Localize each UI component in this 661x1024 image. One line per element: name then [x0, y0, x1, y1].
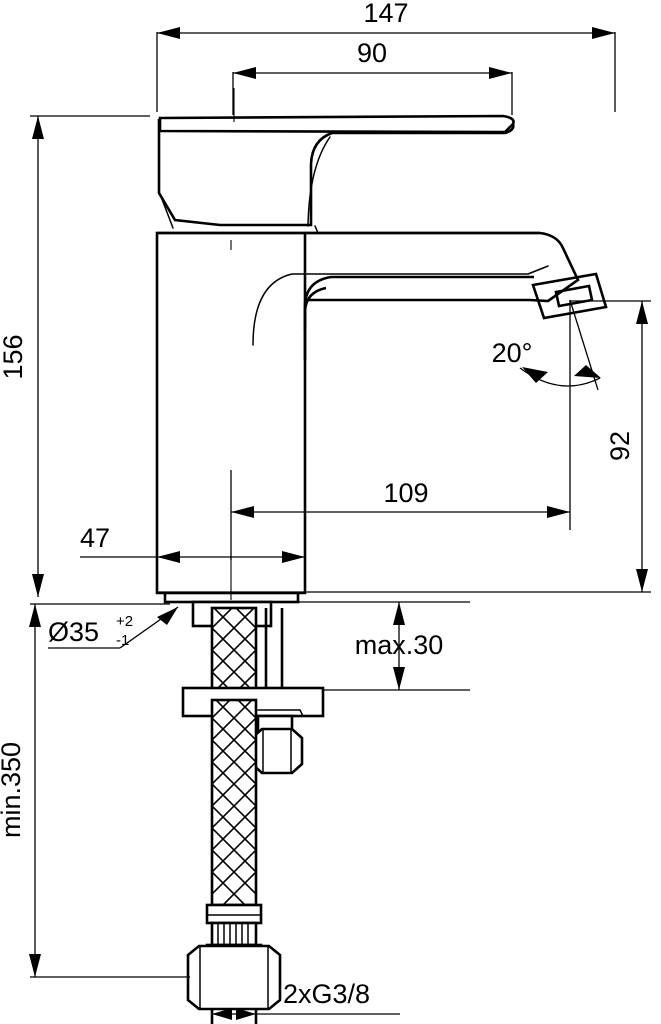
- dimension-label-90: 90: [357, 38, 387, 68]
- arrow-bottom-156: [32, 574, 44, 597]
- arrow-bottom-max30: [393, 667, 405, 690]
- dimension-label-20deg: 20°: [492, 338, 533, 368]
- dimension-overall-height-156: 156: [0, 115, 150, 597]
- dimension-label-min350: min.350: [0, 742, 26, 838]
- dimension-label-max30: max.30: [355, 630, 444, 660]
- lever-left-chamfer: [159, 193, 174, 229]
- dimension-aerator-angle-20: 20°: [492, 299, 601, 530]
- hose-ferrule: [205, 903, 263, 925]
- leader-arrow-dia: [157, 607, 178, 625]
- dimension-handle-width-90: 90: [232, 38, 513, 115]
- angle-arrow-right: [574, 365, 601, 378]
- dimension-label-diameter: Ø35: [48, 617, 99, 647]
- lever-body-outline: [157, 119, 515, 227]
- arrow-left-147: [157, 27, 180, 39]
- arrow-left-47: [157, 551, 180, 563]
- connector-hex-nut: [186, 944, 282, 1011]
- braid-pattern-upper: [212, 608, 256, 690]
- arrow-right-109: [547, 506, 570, 518]
- dimension-label-147: 147: [363, 0, 408, 28]
- dimension-label-47: 47: [80, 523, 110, 553]
- dimension-label-tolerance-upper: +2: [116, 613, 133, 630]
- arrow-bottom-min350: [29, 954, 41, 977]
- angle-arrow-left: [522, 367, 548, 383]
- spout-inner-waterway-line: [252, 265, 549, 346]
- knurl-lines: [217, 922, 249, 946]
- dimension-label-92: 92: [605, 431, 635, 461]
- arrow-left-90: [233, 67, 256, 79]
- arrow-top-max30: [393, 602, 405, 625]
- dimension-overall-width-147: 147: [156, 0, 616, 112]
- dimension-label-g38: 2xG3/8: [283, 979, 370, 1009]
- lever-inner-fillet: [307, 136, 331, 227]
- bracket-detail-edge: [299, 709, 304, 717]
- dimension-spout-reach-109: 109: [230, 470, 570, 560]
- arrow-left-109: [231, 506, 254, 518]
- leader-hole-diameter: Ø35 +2 -1: [48, 606, 179, 649]
- dimension-min-hose-350: min.350: [0, 603, 190, 978]
- center-lines: [230, 88, 235, 600]
- dimension-label-tolerance-lower: -1: [116, 632, 129, 649]
- arrow-right-47: [282, 551, 305, 563]
- arrow-bottom-92: [636, 569, 648, 592]
- arrow-right-90: [489, 67, 512, 79]
- faucet-aerator: [531, 272, 608, 320]
- faucet-lever-handle: [157, 114, 515, 234]
- arrow-left-g38: [212, 1008, 232, 1020]
- dimension-thread-g38: 2xG3/8: [211, 979, 400, 1020]
- arrow-top-92: [636, 301, 648, 324]
- fixing-hex-nut: [250, 727, 304, 775]
- dimension-label-109: 109: [383, 478, 428, 508]
- braided-hose-lower-sleeve: [210, 698, 258, 907]
- aerator-housing: [531, 272, 608, 320]
- dimension-max-thickness-30: max.30: [298, 601, 470, 691]
- spout-waterway-lower: [303, 286, 327, 360]
- arrow-top-156: [32, 116, 44, 139]
- braid-pattern-lower: [212, 700, 256, 905]
- dimension-label-156: 156: [0, 334, 28, 379]
- arrow-top-min350: [29, 604, 41, 627]
- arrow-right-147: [592, 27, 615, 39]
- arrow-right-g38: [236, 1008, 256, 1020]
- lever-top-plate: [158, 114, 515, 134]
- aerator-screen-face: [554, 284, 594, 308]
